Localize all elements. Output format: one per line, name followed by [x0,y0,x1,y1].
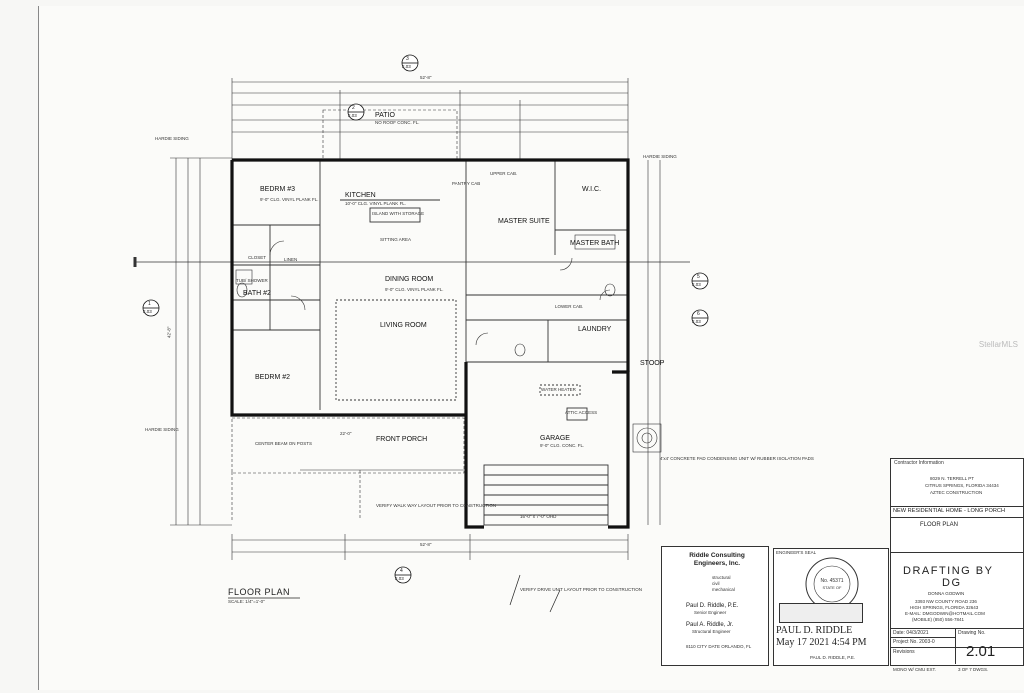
engineer-name-2: Paul A. Riddle, Jr. [686,622,734,628]
callout-top-sheet: 2.03 [402,64,411,69]
island-label: ISLAND WITH STORAGE [372,211,425,216]
engineer-role-2: Structural Engineer [692,629,731,634]
contractor-address-2: CITRUS SPRINGS, FLORIDA 34434 [925,483,999,488]
dining-note: 9'-0" CLG. VINYL PLANK FL. [385,287,444,292]
callout-right-a-sheet: 2.03 [692,282,701,287]
room-bath2: BATH #2 [243,290,271,297]
overall-width-dim-bottom: 52'-8" [420,542,432,547]
room-wic: W.I.C. [582,186,602,193]
callout-right-a-number[interactable]: 5 [697,274,700,280]
room-dining: DINING ROOM [385,276,434,283]
tub-shower-label: TUB/ SHOWER [236,278,268,283]
project-number: Project No. 2003-0 [893,639,935,645]
date-label: Date: 04/3/2021 [893,630,929,636]
construction-system: MONO W/ CMU EXT. [893,667,936,672]
sheet-count: 3 OF 7 DWGS. [958,667,989,672]
room-bedrm2: BEDRM #2 [255,374,291,381]
svg-text:STATE OF: STATE OF [823,585,843,590]
engineer-name-1: Paul D. Riddle, P.E. [686,603,739,609]
sitting-label: SITTING AREA [380,237,412,242]
water-heater-label: WATER HEATER [541,387,576,392]
room-patio: PATIO [375,112,395,119]
verify-walk-note: VERIFY WALK WAY LAYOUT PRIOR TO CONSTRUC… [376,503,497,508]
callout-left-sheet: 2.03 [143,309,152,314]
bedrm3-note: 9'-0" CLG. VINYL PLANK FL. [260,197,319,202]
callout-patio-number[interactable]: 2 [352,105,355,111]
hardie-siding-label-3: HARDIE SIDING [145,427,179,432]
left-depth-dim: 42'-8" [166,326,172,338]
linen-label: LINEN [284,257,298,262]
engineer-role-1: Senior Engineer [694,610,727,615]
engineer-contact: 8110 CITY DATE ORLANDO, FL [686,644,752,649]
drawing-number-label: Drawing No. [958,630,986,636]
project-name: NEW RESIDENTIAL HOME - LONG PORCH [893,508,1005,514]
room-stoop: STOOP [640,360,665,367]
seal-fine-print [779,603,863,623]
attic-label: ATTIC ACCESS [565,410,598,415]
room-living: LIVING ROOM [380,322,427,329]
verify-drive-note: VERIFY DRIVE UNIT LAYOUT PRIOR TO CONSTR… [520,587,643,592]
drafter-line-2: DG [942,577,962,589]
seal-footer: PAUL D. RIDDLE, P.E. [810,655,856,660]
hardie-siding-label-2: HARDIE SIDING [643,154,677,159]
sheet-title: FLOOR PLAN [920,522,959,528]
pantry-label: PANTRY CAB [452,181,481,186]
contractor-company: AZTEC CONSTRUCTION [930,490,983,495]
upper-cab-label: UPPER CAB. [490,171,518,176]
room-master-bath: MASTER BATH [570,240,620,247]
watermark: StellarMLS [978,340,1018,349]
room-kitchen: KITCHEN [345,192,376,199]
seal-date: May 17 2021 4:54 PM [776,637,867,648]
svg-text:No. 45371: No. 45371 [820,578,843,584]
engineer-box [661,546,769,666]
room-bedrm3: BEDRM #3 [260,186,296,193]
drafter-name: DONNA GODWIN [928,591,965,596]
discipline-1: structural [712,575,731,580]
patio-note: NO ROOF CONC. FL. [375,120,420,125]
garage-note: 9'-0" CLG. CONC. FL. [540,443,585,448]
room-garage: GARAGE [540,435,570,442]
column-note: CENTER BEAM ON POSTS [255,441,313,446]
drafter-line-1: DRAFTING BY [903,565,994,577]
condenser-note: 4'x4' CONCRETE PAD CONDENSING UNIT W/ RU… [660,456,814,461]
drawing-number: 2.01 [966,643,996,660]
overall-width-dim: 52'-8" [420,75,432,80]
callout-patio-sheet: 2.03 [348,113,357,118]
callout-top-number[interactable]: 3 [406,56,409,62]
room-master-suite: MASTER SUITE [498,218,550,225]
contractor-label: Contractor Information [894,460,944,466]
callout-bottom-sheet: 2.03 [395,576,404,581]
porch-dim: 22'-0" [340,431,352,436]
plan-scale: SCALE: 1/4"=1'-0" [228,599,265,604]
discipline-3: mechanical [712,587,735,592]
callout-bottom-number[interactable]: 4 [400,568,403,574]
discipline-2: civil [712,581,720,586]
callout-left-number[interactable]: 1 [148,301,151,307]
hardie-siding-label-1: HARDIE SIDING [155,136,189,141]
callout-right-b-sheet: 2.03 [692,319,701,324]
title-block [890,458,1024,666]
garage-door-dim: 16'-0" x 7'-0" OHD [520,514,557,519]
plan-title: FLOOR PLAN [228,587,291,597]
lower-cab-label: LOWER CAB. [555,304,584,309]
kitchen-note: 10'-0" CLG. VINYL PLANK FL. [345,201,407,206]
closet-label: CLOSET [248,255,267,260]
contractor-address-1: 8029 N. TERRELL PT [930,476,975,481]
room-laundry: LAUNDRY [578,326,612,333]
drafter-email: E-MAIL: DMGODWIN@HOTMAIL.COM [905,611,985,616]
drafter-phone: (MOBILE) (850) 556-7841 [912,617,965,622]
drafter-address-2: HIGH SPRINGS, FLORIDA 32643 [910,605,979,610]
callout-right-b-number[interactable]: 6 [697,311,700,317]
room-front-porch: FRONT PORCH [376,436,428,443]
seal-header: ENGINEER'S SEAL [776,550,817,555]
engineer-firm: Riddle Consulting Engineers, Inc. [689,552,745,567]
drafter-address-1: 3393 NW COUNTY ROAD 236 [915,599,977,604]
seal-signer: PAUL D. RIDDLE [776,625,853,636]
revisions-label: Revisions [893,649,915,655]
